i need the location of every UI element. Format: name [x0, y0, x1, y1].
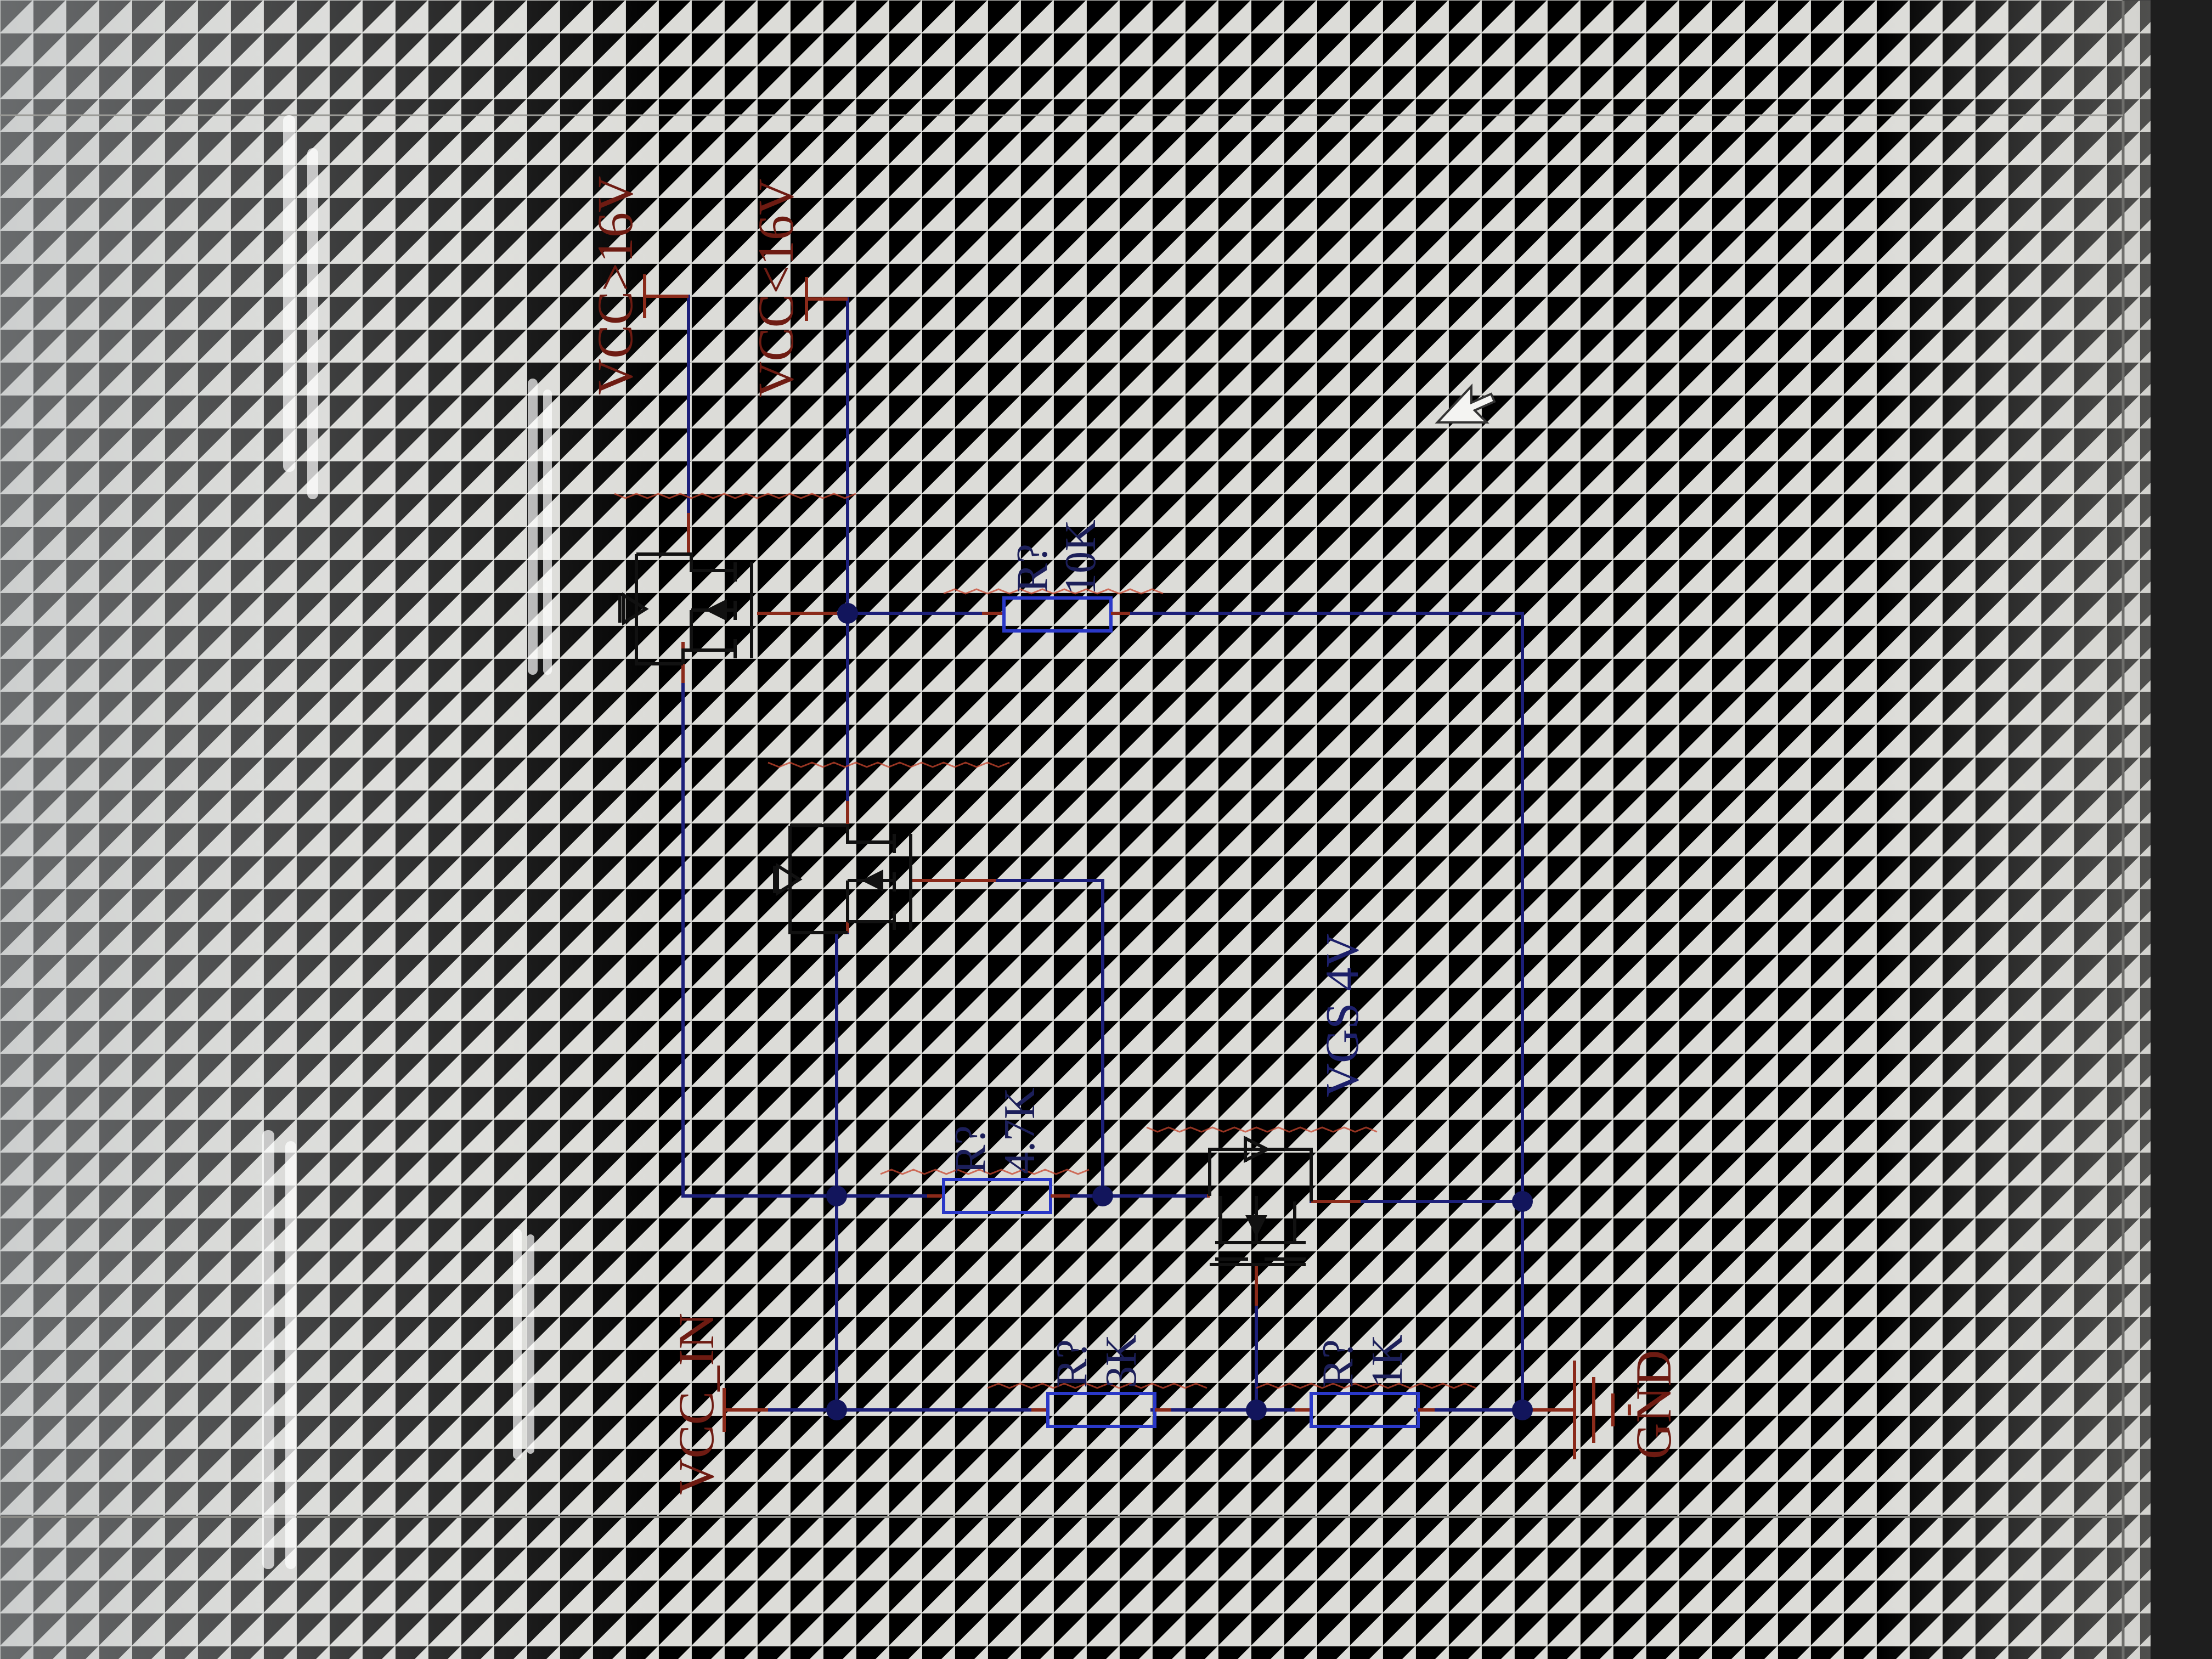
- junction-dot: [826, 1400, 847, 1420]
- net-label-vcc-gt-16v: VCC>16V: [587, 176, 643, 396]
- screen-glare: [262, 115, 552, 1569]
- resistor-4-7k-value: 4.7K: [996, 1087, 1044, 1174]
- resistor-3k[interactable]: R? 3K: [987, 1334, 1207, 1428]
- junction-dot: [1092, 1186, 1113, 1206]
- resistor-3k-value: 3K: [1097, 1334, 1146, 1388]
- resistor-10k-designator: R?: [1008, 544, 1057, 592]
- junction-dot: [1246, 1400, 1267, 1420]
- mosfet-q2[interactable]: [768, 761, 1010, 934]
- net-vcc-lt-16v[interactable]: VCC<16V: [748, 179, 848, 398]
- junction-dot: [1512, 1191, 1533, 1212]
- mosfet-q3[interactable]: [1146, 1126, 1378, 1306]
- net-label-gnd: GND: [1626, 1350, 1681, 1459]
- resistor-10k-value: 10K: [1057, 520, 1105, 595]
- net-vcc-gt-16v[interactable]: VCC>16V: [587, 176, 689, 396]
- junction-dot: [1512, 1400, 1533, 1420]
- ground-icon: [1573, 1361, 1631, 1459]
- mouse-cursor-icon: [1435, 383, 1496, 424]
- resistor-1k[interactable]: R? 1K: [1256, 1334, 1476, 1428]
- resistor-1k-value: 1K: [1363, 1334, 1412, 1388]
- resistor-1k-designator: R?: [1314, 1339, 1362, 1388]
- vgs-note: VGS 4V: [1316, 933, 1368, 1097]
- junctions: [826, 603, 1533, 1420]
- resistor-4-7k-designator: R?: [946, 1125, 995, 1174]
- net-label-vcc-lt-16v: VCC<16V: [748, 179, 804, 398]
- net-vcc-in[interactable]: VCC_IN: [668, 1313, 768, 1495]
- resistor-3k-designator: R?: [1048, 1339, 1096, 1388]
- junction-dot: [826, 1186, 847, 1206]
- net-label-vcc-in: VCC_IN: [668, 1313, 724, 1495]
- resistor-4-7k[interactable]: R? 4.7K: [880, 1087, 1090, 1214]
- mosfet-q1[interactable]: [614, 493, 856, 683]
- net-gnd[interactable]: GND: [1522, 1350, 1681, 1459]
- junction-dot: [837, 603, 858, 624]
- resistor-10k[interactable]: R? 10K: [943, 520, 1164, 633]
